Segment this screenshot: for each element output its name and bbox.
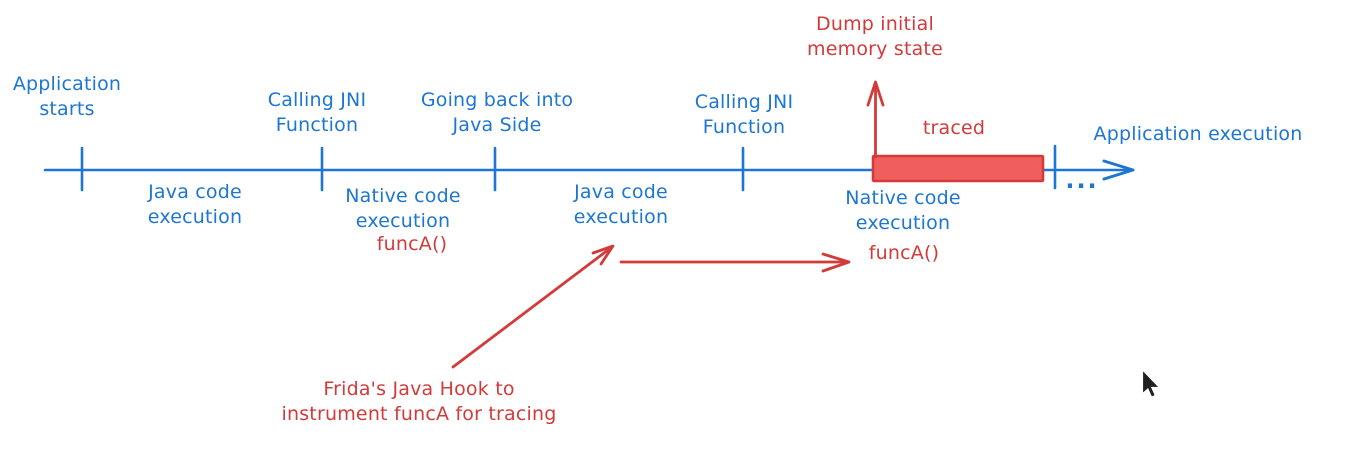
traced-region-rect: [871, 154, 1045, 183]
axis-label-application-execution: Application execution: [1093, 123, 1303, 145]
funca-pointer-arrow: [619, 252, 851, 273]
mouse-cursor-icon: [1142, 370, 1161, 398]
dump-arrowhead-icon: [866, 80, 885, 107]
annotation-traced: traced: [922, 117, 986, 139]
timeline-ellipsis: ...: [1065, 166, 1099, 194]
funca-arrowhead-icon: [821, 252, 851, 273]
segment-label-native-2: Native code execution: [845, 187, 961, 235]
timeline-arrowhead-icon: [1102, 159, 1135, 181]
segment-label-java-2: Java code execution: [573, 181, 669, 229]
segment-funca-2: funcA(): [868, 242, 940, 264]
segment-funca-1: funcA(): [376, 233, 448, 255]
event-label-calling-jni-1: Calling JNI Function: [267, 89, 367, 137]
annotation-frida-hook: Frida's Java Hook to instrument funcA fo…: [281, 378, 557, 426]
dump-memory-arrow: [866, 80, 885, 159]
event-label-application-starts: Application starts: [12, 73, 122, 121]
segment-label-native-1: Native code execution: [345, 185, 461, 233]
segment-label-java-1: Java code execution: [147, 181, 243, 229]
event-label-going-back: Going back into Java Side: [420, 89, 574, 137]
event-label-calling-jni-2: Calling JNI Function: [694, 91, 794, 139]
hook-arrowhead-icon: [591, 244, 615, 266]
annotation-dump-memory: Dump initial memory state: [807, 13, 943, 61]
frida-hook-arrow: [451, 244, 615, 369]
